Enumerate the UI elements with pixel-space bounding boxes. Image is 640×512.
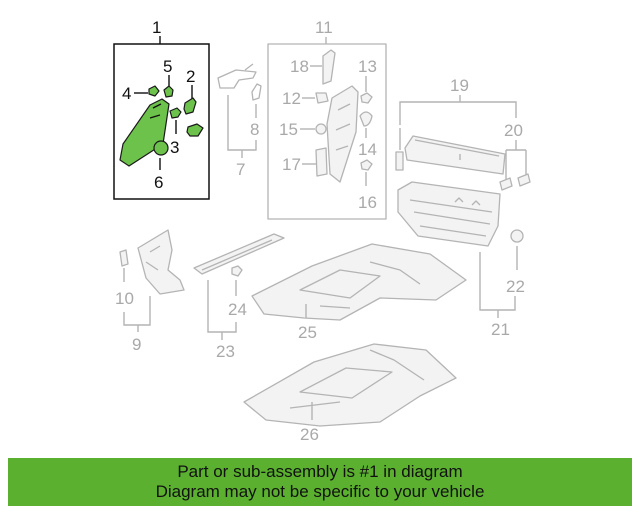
callout-14[interactable]: 14 <box>358 140 377 159</box>
panel-17[interactable] <box>315 147 328 177</box>
callout-1[interactable]: 1 <box>152 18 161 37</box>
clip-part-3[interactable] <box>169 107 182 119</box>
callout-13[interactable]: 13 <box>358 57 377 76</box>
parts-diagram: 1 5 2 4 3 6 8 7 11 18 <box>113 18 531 444</box>
callout-12[interactable]: 12 <box>282 89 301 108</box>
callout-24[interactable]: 24 <box>228 300 247 319</box>
pillar-trim-panel[interactable] <box>119 98 170 167</box>
callout-10[interactable]: 10 <box>115 289 134 308</box>
clip-8[interactable] <box>251 83 262 101</box>
bracket-part[interactable] <box>186 123 204 137</box>
trim-clip-19[interactable] <box>395 151 404 171</box>
callout-23[interactable]: 23 <box>216 342 235 361</box>
assembly-1-box <box>113 43 210 200</box>
clip-24[interactable] <box>231 265 243 277</box>
clip-part-5[interactable] <box>163 85 174 98</box>
callout-6[interactable]: 6 <box>154 173 163 192</box>
rear-panel-19[interactable] <box>404 135 506 175</box>
pillar-trim-11[interactable] <box>326 85 359 183</box>
grommet-part-6[interactable] <box>153 140 169 156</box>
clip-part-4[interactable] <box>148 85 160 97</box>
assembly-23-group: 24 23 <box>193 233 285 361</box>
callout-9[interactable]: 9 <box>132 335 141 354</box>
front-carpet-25[interactable] <box>251 243 467 321</box>
info-banner: Part or sub-assembly is #1 in diagram Di… <box>8 458 632 506</box>
callout-22[interactable]: 22 <box>506 277 525 296</box>
assembly-19-group: 19 20 21 22 <box>395 76 531 339</box>
callout-16[interactable]: 16 <box>358 193 377 212</box>
callout-8[interactable]: 8 <box>250 120 259 139</box>
carpet-25-group: 25 <box>251 243 467 342</box>
callout-26[interactable]: 26 <box>300 425 319 444</box>
callout-11[interactable]: 11 <box>315 18 333 37</box>
callout-5[interactable]: 5 <box>163 57 172 76</box>
clip-13[interactable] <box>360 92 373 104</box>
assembly-1-group: 1 5 2 4 3 6 <box>113 18 210 200</box>
clip-20-a[interactable] <box>499 177 513 191</box>
clip-part-2[interactable] <box>183 97 197 115</box>
rear-trim-panel-21[interactable] <box>397 181 501 247</box>
assembly-11-group: 11 18 12 15 17 13 14 16 <box>267 18 387 220</box>
trim-bracket-7[interactable] <box>217 69 257 89</box>
callout-21[interactable]: 21 <box>491 320 510 339</box>
callout-20[interactable]: 20 <box>504 121 523 140</box>
callout-2[interactable]: 2 <box>186 67 195 86</box>
callout-7[interactable]: 7 <box>236 160 245 179</box>
clip-10[interactable] <box>119 249 129 267</box>
callout-17[interactable]: 17 <box>282 155 301 174</box>
pillar-upper-18[interactable] <box>322 49 336 85</box>
rear-carpet-26[interactable] <box>243 343 457 427</box>
callout-18[interactable]: 18 <box>290 57 309 76</box>
clip-16[interactable] <box>360 159 373 171</box>
banner-line-1: Part or sub-assembly is #1 in diagram <box>177 462 463 481</box>
callout-25[interactable]: 25 <box>298 323 317 342</box>
banner-line-2: Diagram may not be specific to your vehi… <box>155 482 485 501</box>
assembly-11-box <box>267 43 387 220</box>
assembly-7-group: 8 7 <box>217 63 262 179</box>
kick-panel-9[interactable] <box>137 229 185 295</box>
hook-14[interactable] <box>359 111 373 127</box>
callout-4[interactable]: 4 <box>122 84 131 103</box>
clip-20-b[interactable] <box>517 173 531 187</box>
clip-12[interactable] <box>315 92 329 104</box>
callout-3[interactable]: 3 <box>170 138 179 157</box>
fastener-15[interactable] <box>315 123 327 135</box>
callout-15[interactable]: 15 <box>279 120 298 139</box>
assembly-9-group: 10 9 <box>115 229 185 354</box>
callout-19[interactable]: 19 <box>450 76 469 95</box>
carpet-26-group: 26 <box>243 343 457 444</box>
fastener-22[interactable] <box>510 229 524 243</box>
